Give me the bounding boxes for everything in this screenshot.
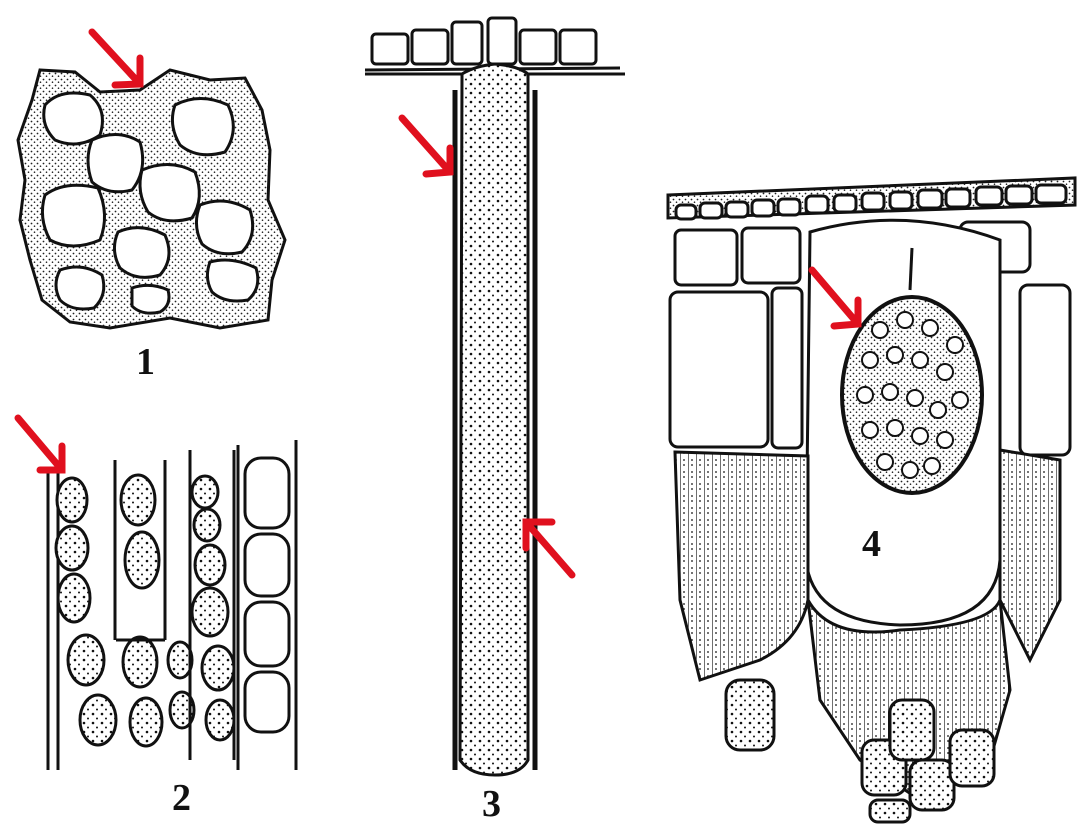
panel-label-2: 2 — [172, 776, 191, 820]
panel-4-tissue — [668, 178, 1075, 822]
panel-label-3: 3 — [482, 782, 501, 826]
panel-label-1: 1 — [136, 340, 155, 384]
panel-1-arrow — [92, 32, 140, 85]
panel-label-4: 4 — [862, 522, 881, 566]
panel-1-tissue — [18, 70, 285, 328]
panel-2-arrow — [18, 418, 62, 470]
cystolith — [842, 297, 982, 493]
panel-3-tissue — [365, 18, 625, 775]
panel-2-tissue — [48, 440, 296, 770]
panel-3-arrow-top — [402, 118, 450, 174]
